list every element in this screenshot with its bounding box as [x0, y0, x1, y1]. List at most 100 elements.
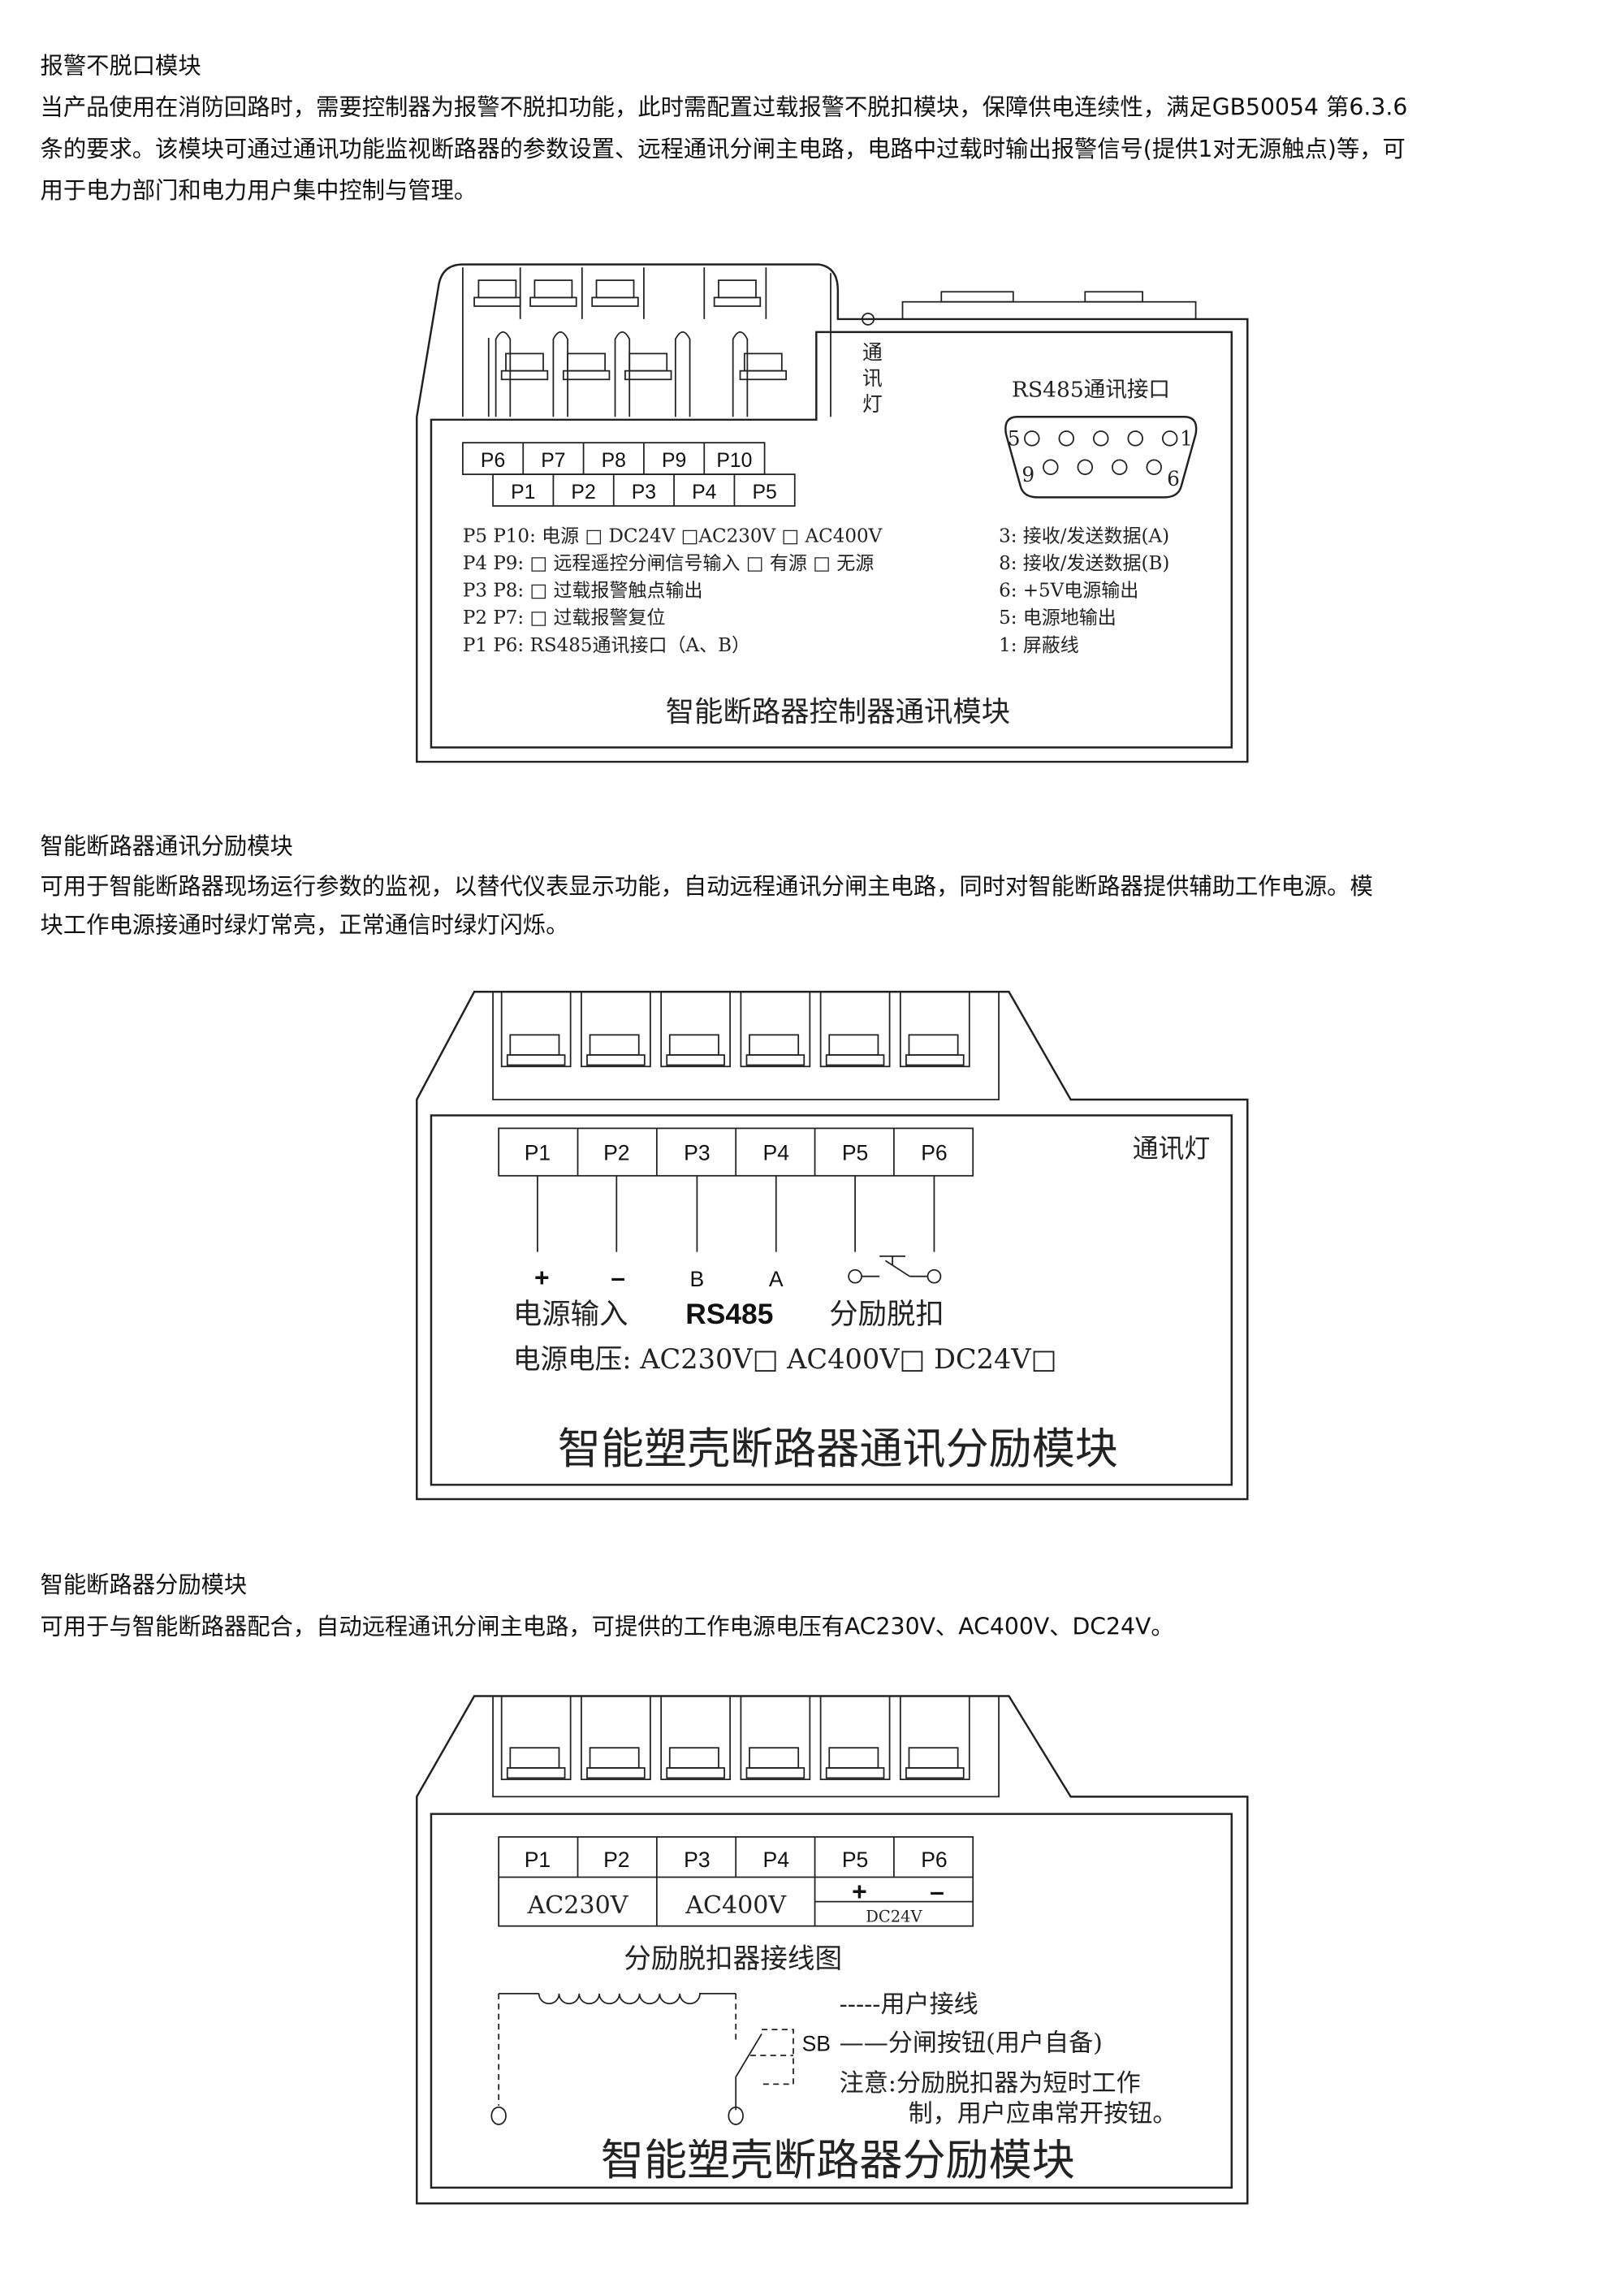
terminal-slot [589, 1034, 640, 1057]
terminal-slot [500, 1695, 572, 1781]
svg-text:P2: P2 [603, 1848, 629, 1872]
db9-connector-top [862, 291, 1197, 326]
svg-text:P1 P6: RS485通讯接口（A、B）: P1 P6: RS485通讯接口（A、B） [463, 635, 750, 656]
shunt-coil-wiring-icon [490, 1992, 794, 2125]
terminal-slot [500, 991, 572, 1068]
svg-text:P6: P6 [921, 1848, 947, 1872]
section-alarm-module: 报警不脱口模块 当产品使用在消防回路时，需要控制器为报警不脱扣功能，此时需配置过… [41, 52, 1408, 204]
terminal-slot [581, 991, 651, 1068]
svg-text:P8: P8 [602, 450, 626, 472]
terminal-slot [905, 1767, 965, 1779]
terminal-slot [745, 1767, 806, 1779]
svg-text:P3: P3 [632, 482, 656, 504]
paragraph-line: 用于电力部门和电力用户集中控制与管理。 [41, 177, 477, 204]
terminal-slot [509, 1747, 560, 1769]
terminal-slot [660, 1695, 731, 1781]
svg-text:B: B [690, 1267, 705, 1291]
svg-text:P6: P6 [481, 450, 505, 472]
rs485-port-label: RS485通讯接口 [1012, 378, 1170, 403]
module-title: 智能塑壳断路器分励模块 [601, 2135, 1075, 2185]
svg-text:P5 P10: 电源 □ DC24V □AC230V □: P5 P10: 电源 □ DC24V □AC230V □ AC400V [463, 525, 883, 547]
section-heading: 智能断路器分励模块 [41, 1571, 248, 1598]
svg-text:1: 1 [1180, 427, 1193, 451]
svg-text:P2: P2 [571, 482, 595, 504]
terminal-slot [749, 1034, 800, 1057]
paragraph-line: 可用于智能断路器现场运行参数的监视，以替代仪表显示功能，自动远程通讯分闸主电路，… [41, 873, 1373, 900]
db9-port-icon: 5 1 9 6 [1004, 416, 1198, 499]
diagram-shunt-module: P1 P2 P3 P4 P5 P6 AC230V AC400V + – DC24… [416, 1695, 1249, 2205]
svg-text:5: 电源地输出: 5: 电源地输出 [999, 607, 1116, 629]
comm-led-label: 通讯灯 [1133, 1133, 1211, 1164]
paragraph-line: 可用于与智能断路器配合，自动远程通讯分闸主电路，可提供的工作电源电压有AC230… [41, 1613, 1174, 1640]
terminal-slot [506, 1054, 566, 1066]
terminal-slot [825, 1054, 885, 1066]
svg-text:–: – [611, 1263, 625, 1292]
shunt-trip-switch-icon [848, 1256, 942, 1284]
terminal-slot [740, 991, 811, 1068]
wiring-diagram-title: 分励脱扣器接线图 [624, 1943, 842, 1974]
svg-text:P10: P10 [716, 450, 752, 472]
svg-text:P4: P4 [763, 1848, 789, 1872]
terminal-block [500, 991, 970, 1068]
module-outline [416, 263, 1249, 763]
supply-voltage-line: 电源电压: AC230V□ AC400V□ DC24V□ [513, 1343, 1057, 1375]
svg-text:9: 9 [1021, 463, 1034, 486]
power-input-label: 电源输入 [513, 1298, 628, 1331]
svg-text:6: 6 [1167, 467, 1180, 491]
terminal-slot [666, 1767, 725, 1779]
svg-text:P4 P9: □ 远程遥控分闸信号输入 □ 有源 □ 无源: P4 P9: □ 远程遥控分闸信号输入 □ 有源 □ 无源 [463, 553, 874, 574]
svg-text:P4: P4 [763, 1140, 789, 1165]
terminal-slot [666, 1054, 725, 1066]
terminal-slot [908, 1747, 959, 1769]
inner-panel [430, 1114, 1233, 1486]
terminal-slot [660, 991, 731, 1068]
svg-text:P3: P3 [684, 1140, 710, 1165]
svg-text:P9: P9 [662, 450, 686, 472]
svg-text:灯: 灯 [862, 392, 883, 416]
svg-text:AC400V: AC400V [685, 1891, 787, 1920]
terminal-slot [828, 1747, 879, 1769]
note-line: 注意:分励脱扣器为短时工作 [840, 2069, 1141, 2098]
inner-panel [430, 331, 1233, 749]
note-line: 制，用户应串常开按钮。 [909, 2099, 1177, 2128]
terminal-block [500, 1695, 970, 1781]
svg-text:P4: P4 [692, 482, 717, 504]
diagram-comm-shunt-module: P1 P2 P3 P4 P5 P6 通讯灯 + – B A 电源输入 RS485… [416, 991, 1249, 1501]
terminal-table: P6 P7 P8 P9 P10 P1 P2 P3 P4 P5 [462, 442, 796, 507]
svg-text:8: 接收/发送数据(B): 8: 接收/发送数据(B) [999, 553, 1169, 574]
terminal-slot [668, 1747, 719, 1769]
legend-trip-button: ——分闸按钮(用户自备) [840, 2029, 1103, 2058]
terminal-block [462, 267, 831, 417]
section-heading: 报警不脱口模块 [41, 52, 201, 79]
terminal-slot [905, 1054, 965, 1066]
svg-text:P6: P6 [921, 1140, 947, 1165]
svg-text:P3 P8: □ 过载报警触点输出: P3 P8: □ 过载报警触点输出 [463, 581, 703, 602]
terminal-leads [537, 1175, 935, 1252]
shunt-trip-label: 分励脱扣 [829, 1298, 944, 1331]
module-title: 智能断路器控制器通讯模块 [666, 696, 1011, 729]
section-heading: 智能断路器通讯分励模块 [41, 832, 293, 859]
terminal-notes: P5 P10: 电源 □ DC24V □AC230V □ AC400V P4 P… [463, 525, 883, 656]
svg-text:5: 5 [1008, 427, 1021, 451]
terminal-slot [509, 1034, 560, 1057]
legend-user-wiring: -----用户接线 [840, 1990, 978, 2019]
svg-text:P5: P5 [842, 1848, 868, 1872]
svg-text:–: – [930, 1877, 944, 1906]
terminal-slot [825, 1767, 885, 1779]
svg-text:1: 屏蔽线: 1: 屏蔽线 [999, 635, 1079, 656]
svg-text:讯: 讯 [862, 366, 883, 390]
svg-text:+: + [534, 1263, 550, 1292]
rs485-label: RS485 [685, 1299, 773, 1330]
svg-text:P1: P1 [511, 482, 535, 504]
svg-text:P7: P7 [541, 450, 565, 472]
svg-text:P2 P7: □ 过载报警复位: P2 P7: □ 过载报警复位 [463, 607, 666, 629]
terminal-slot [745, 1054, 806, 1066]
terminal-slot [581, 1695, 651, 1781]
terminal-table: P1 P2 P3 P4 P5 P6 AC230V AC400V + – DC24… [498, 1836, 974, 1927]
svg-text:P1: P1 [525, 1140, 551, 1165]
paragraph-line: 块工作电源接通时绿灯常亮，正常通信时绿灯闪烁。 [41, 912, 569, 939]
module-title: 智能塑壳断路器通讯分励模块 [558, 1424, 1118, 1474]
svg-text:3: 接收/发送数据(A): 3: 接收/发送数据(A) [999, 525, 1169, 547]
svg-text:A: A [769, 1267, 784, 1291]
terminal-table: P1 P2 P3 P4 P5 P6 [498, 1127, 974, 1177]
